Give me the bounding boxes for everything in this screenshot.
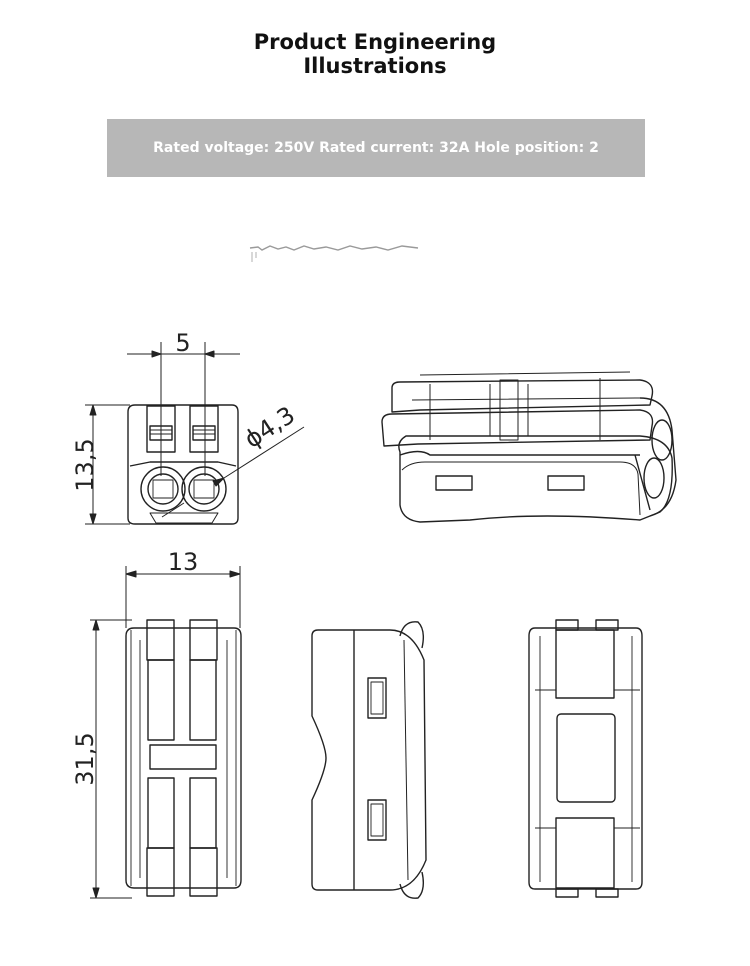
dim-label-front-height: 13,5 — [71, 438, 99, 491]
faint-scribble — [249, 245, 419, 262]
title-line-1: Product Engineering — [253, 30, 497, 54]
spec-text: Rated voltage: 250V Rated current: 32A H… — [153, 140, 599, 156]
bottom-view — [528, 619, 643, 898]
dim-label-length: 31,5 — [71, 732, 99, 785]
title-line-2: Illustrations — [303, 54, 447, 78]
dim-hole-diameter — [161, 426, 305, 518]
page-title: Product Engineering Illustrations — [0, 30, 750, 78]
top-view — [125, 619, 242, 897]
dim-length — [90, 619, 132, 899]
dim-label-hole-pitch: 5 — [175, 329, 190, 357]
dim-label-hole-diameter: ϕ4,3 — [239, 401, 300, 454]
front-view — [127, 404, 239, 525]
dim-hole-pitch — [127, 342, 240, 476]
isometric-view — [381, 371, 677, 523]
spec-banner: Rated voltage: 250V Rated current: 32A H… — [107, 119, 645, 177]
side-view — [311, 621, 427, 899]
dim-front-height — [85, 404, 130, 525]
dim-width — [125, 566, 241, 628]
dim-label-width: 13 — [168, 548, 199, 576]
